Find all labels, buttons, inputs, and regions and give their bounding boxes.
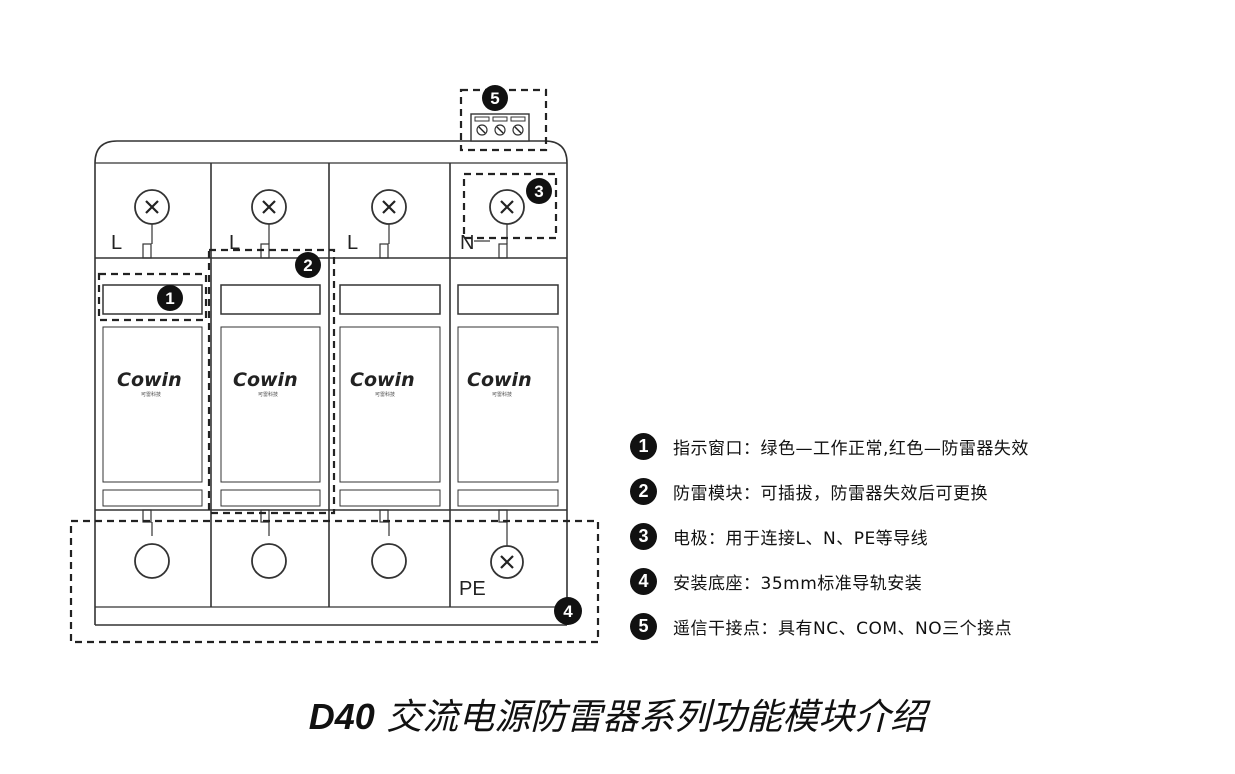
terminal-label: L (229, 232, 240, 254)
legend-number-badge: 2 (630, 478, 657, 505)
legend-text: 安装底座：35mm标准导轨安装 (673, 574, 923, 594)
legend-item: 1 指示窗口：绿色—工作正常,红色—防雷器失效 (630, 424, 1190, 469)
screw-terminal-bottom-icon (134, 543, 170, 579)
legend-item: 5 遥信干接点：具有NC、COM、NO三个接点 (630, 604, 1190, 649)
legend-number-badge: 1 (630, 433, 657, 460)
brand-logo: Cowin 可雷科技 (233, 369, 298, 398)
legend-text: 指示窗口：绿色—工作正常,红色—防雷器失效 (673, 439, 1029, 459)
svg-text:可雷科技: 可雷科技 (492, 391, 512, 398)
callout-badge-2: 2 (295, 252, 321, 278)
callout-badge-1: 1 (157, 285, 183, 311)
caption-title: 交流电源防雷器系列功能模块介绍 (386, 697, 927, 738)
legend: 1 指示窗口：绿色—工作正常,红色—防雷器失效 2 防雷模块：可插拔，防雷器失效… (630, 424, 1190, 649)
svg-text:可雷科技: 可雷科技 (258, 391, 278, 398)
svg-text:1: 1 (165, 289, 174, 308)
brand-logo: Cowin 可雷科技 (117, 369, 182, 398)
brand-logo: Cowin 可雷科技 (467, 369, 532, 398)
svg-text:可雷科技: 可雷科技 (141, 391, 161, 398)
svg-text:可雷科技: 可雷科技 (375, 391, 395, 398)
terminal-label: L (111, 232, 122, 254)
figure-caption: D40 交流电源防雷器系列功能模块介绍 (0, 688, 1235, 740)
legend-number-badge: 4 (630, 568, 657, 595)
module-column-2: L Cowin 可雷科技 (220, 189, 321, 579)
screw-terminal-bottom-icon (251, 543, 287, 579)
callout-badge-5: 5 (482, 85, 508, 111)
terminal-label: N (460, 232, 474, 254)
callout-box-indicator-window (97, 272, 208, 322)
screw-terminal-top-icon (134, 189, 170, 225)
module-column-3: L Cowin 可雷科技 (339, 189, 441, 579)
callout-badge-4: 4 (554, 597, 582, 625)
svg-text:5: 5 (490, 89, 499, 108)
svg-text:Cowin: Cowin (233, 369, 298, 391)
legend-text: 遥信干接点：具有NC、COM、NO三个接点 (673, 619, 1013, 639)
caption-model: D40 (308, 696, 375, 737)
callout-box-base (69, 519, 600, 644)
contact-screw-icon (492, 116, 508, 136)
legend-item: 2 防雷模块：可插拔，防雷器失效后可更换 (630, 469, 1190, 514)
terminal-label: L (347, 232, 358, 254)
legend-text: 防雷模块：可插拔，防雷器失效后可更换 (673, 484, 988, 504)
callout-badge-3: 3 (526, 178, 552, 204)
contact-screw-icon (474, 116, 490, 136)
svg-text:4: 4 (563, 602, 573, 621)
module-column-1: L Cowin 可雷科技 (102, 189, 203, 579)
screw-terminal-bottom-icon (371, 543, 407, 579)
contact-screw-icon (510, 116, 526, 136)
device-body (94, 140, 568, 626)
terminal-label-pe: PE (459, 578, 486, 600)
svg-text:Cowin: Cowin (117, 369, 182, 391)
legend-number-badge: 3 (630, 523, 657, 550)
legend-text: 电极：用于连接L、N、PE等导线 (673, 529, 929, 549)
callout-box-electrode (462, 172, 558, 240)
module-column-4: N PE Cowin 可雷科技 (457, 189, 559, 600)
svg-text:Cowin: Cowin (467, 369, 532, 391)
brand-logo: Cowin 可雷科技 (350, 369, 415, 398)
remote-signal-contacts (470, 113, 530, 142)
screw-terminal-pe-icon (490, 545, 524, 579)
svg-text:Cowin: Cowin (350, 369, 415, 391)
svg-text:3: 3 (534, 182, 543, 201)
screw-terminal-top-icon (371, 189, 407, 225)
screw-terminal-top-icon (251, 189, 287, 225)
legend-number-badge: 5 (630, 613, 657, 640)
callout-box-module (207, 248, 336, 515)
legend-item: 3 电极：用于连接L、N、PE等导线 (630, 514, 1190, 559)
legend-item: 4 安装底座：35mm标准导轨安装 (630, 559, 1190, 604)
screw-terminal-top-icon (489, 189, 525, 225)
svg-text:2: 2 (303, 256, 312, 275)
